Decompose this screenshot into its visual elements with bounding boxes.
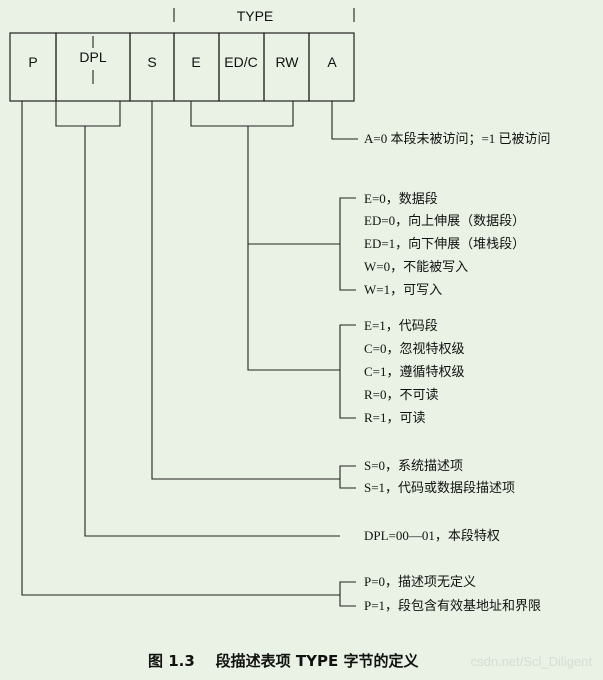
field-a-label: A xyxy=(327,54,337,70)
type-bracket xyxy=(190,101,294,127)
s-desc-2: S=1，代码或数据段描述项 xyxy=(364,480,515,495)
dpl-desc: DPL=00—01，本段特权 xyxy=(364,528,500,543)
data-desc-1: E=0，数据段 xyxy=(364,191,438,206)
field-s-label: S xyxy=(147,54,156,70)
code-desc-4: R=0，不可读 xyxy=(364,387,439,402)
s-connector xyxy=(151,101,340,480)
data-group-bracket xyxy=(339,197,356,291)
dpl-bracket xyxy=(55,101,121,127)
code-group-bracket xyxy=(339,324,356,419)
connectors xyxy=(21,101,358,596)
p-group: P=0，描述项无定义 P=1，段包含有效基地址和界限 xyxy=(364,574,541,613)
type-spine xyxy=(247,126,340,371)
p-desc-2: P=1，段包含有效基地址和界限 xyxy=(364,598,541,613)
a-desc: A=0 本段未被访问；=1 已被访问 xyxy=(364,131,551,147)
code-group: E=1，代码段 C=0，忽视特权级 C=1，遵循特权级 R=0，不可读 R=1，… xyxy=(364,318,465,425)
field-p-label: P xyxy=(28,54,37,70)
code-desc-5: R=1，可读 xyxy=(364,410,426,425)
field-row: P DPL S E ED/C RW A xyxy=(9,32,355,102)
field-e-label: E xyxy=(191,54,200,70)
type-label: TYPE xyxy=(237,8,274,24)
code-desc-3: C=1，遵循特权级 xyxy=(364,364,465,379)
code-desc-2: C=0，忽视特权级 xyxy=(364,341,465,356)
data-group: E=0，数据段 ED=0，向上伸展（数据段） ED=1，向下伸展（堆栈段） W=… xyxy=(364,191,525,297)
data-desc-4: W=0，不能被写入 xyxy=(364,259,468,274)
brackets xyxy=(339,197,356,607)
a-connector xyxy=(331,101,358,140)
p-desc-1: P=0，描述项无定义 xyxy=(364,574,476,589)
field-edc-label: ED/C xyxy=(224,54,257,70)
field-dpl-label: DPL xyxy=(79,49,106,65)
watermark: csdn.net/Scl_Diligent xyxy=(471,654,593,669)
s-group: S=0，系统描述项 S=1，代码或数据段描述项 xyxy=(364,458,515,495)
s-group-bracket xyxy=(339,465,356,489)
dpl-connector xyxy=(84,126,340,537)
data-desc-2: ED=0，向上伸展（数据段） xyxy=(364,213,525,228)
s-desc-1: S=0，系统描述项 xyxy=(364,458,463,473)
code-desc-1: E=1，代码段 xyxy=(364,318,438,333)
field-rw-label: RW xyxy=(275,54,299,70)
data-desc-5: W=1，可写入 xyxy=(364,282,442,297)
p-connector xyxy=(21,101,340,596)
data-desc-3: ED=1，向下伸展（堆栈段） xyxy=(364,236,525,251)
p-group-bracket xyxy=(339,581,356,607)
figure-caption: 图 1.3 段描述表项 TYPE 字节的定义 xyxy=(148,652,418,670)
